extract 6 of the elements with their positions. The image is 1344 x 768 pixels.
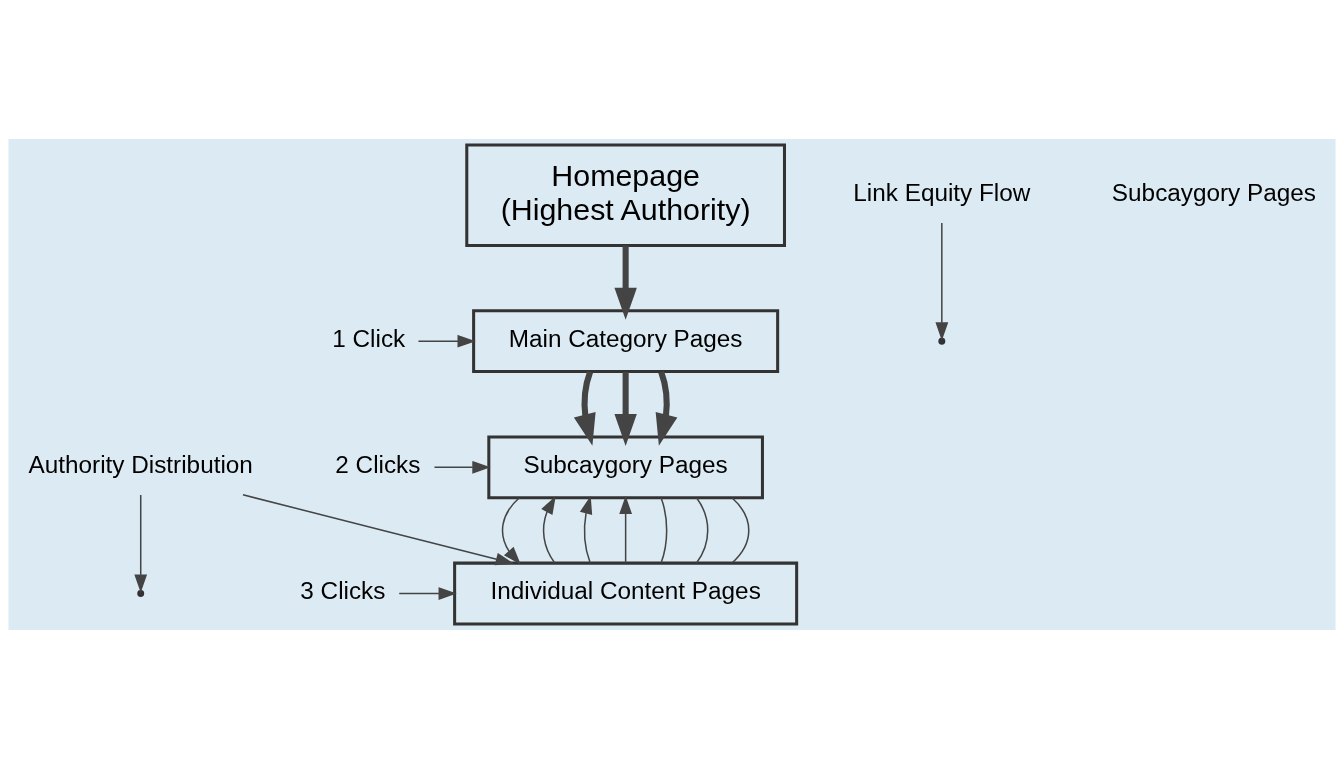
node-text: 2 Clicks [335,450,421,478]
node-text: 3 Clicks [300,576,386,604]
node-text: Link Equity Flow [853,178,1031,206]
node-text: 1 Click [332,324,406,352]
node-text: Authority Distribution [28,450,253,478]
label: Subcaygory Pages [1111,178,1316,206]
